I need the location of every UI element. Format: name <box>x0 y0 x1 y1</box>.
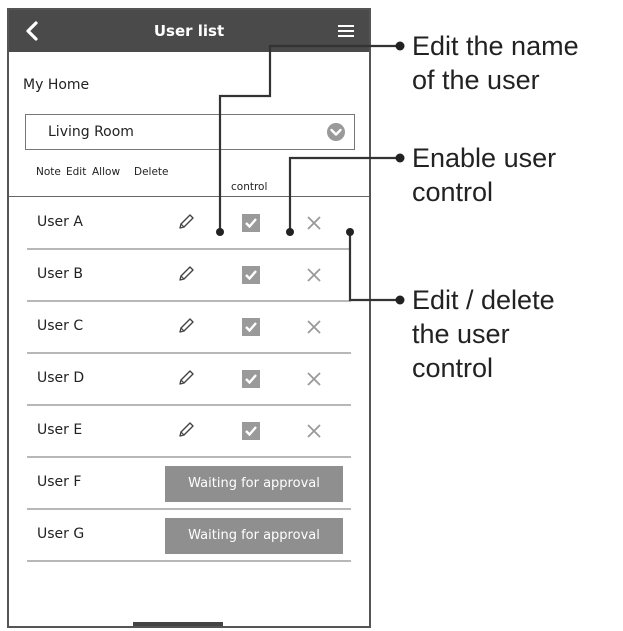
user-name: User D <box>37 370 85 386</box>
close-icon[interactable] <box>306 215 322 231</box>
checkbox-checked-icon[interactable] <box>241 213 261 233</box>
annotation-line: Enable user <box>412 143 557 173</box>
chevron-left-icon[interactable] <box>23 21 41 41</box>
phone-screen: User list My Home Living Room Note Edit … <box>7 8 371 628</box>
table-row: User G Waiting for approval <box>27 510 351 562</box>
user-name: User B <box>37 266 83 282</box>
column-header-control: control <box>231 181 268 193</box>
table-row: User C <box>27 302 351 354</box>
checkbox-checked-icon[interactable] <box>241 265 261 285</box>
home-label: My Home <box>23 77 90 93</box>
row-divider <box>27 248 351 250</box>
user-name: User C <box>37 318 84 334</box>
column-header-edit: Edit <box>66 166 87 178</box>
table-row: User E <box>27 406 351 458</box>
annotation-line: control <box>412 177 494 207</box>
table-row: User D <box>27 354 351 406</box>
hamburger-menu-icon[interactable] <box>337 23 355 39</box>
annotation-edit-delete: Edit / delete the user control <box>412 283 555 385</box>
row-divider <box>27 456 351 458</box>
column-header-note: Note <box>36 166 61 178</box>
annotation-line: the user <box>412 319 510 349</box>
title-bar: User list <box>9 10 369 52</box>
pencil-icon[interactable] <box>176 420 196 440</box>
room-select[interactable]: Living Room <box>25 114 355 150</box>
column-header-delete: Delete <box>134 166 169 178</box>
table-row: User B <box>27 250 351 302</box>
row-divider <box>27 300 351 302</box>
user-name: User F <box>37 474 82 490</box>
column-header-allow: Allow <box>92 166 121 178</box>
close-icon[interactable] <box>306 371 322 387</box>
row-divider <box>27 352 351 354</box>
waiting-for-approval-button[interactable]: Waiting for approval <box>165 466 343 502</box>
table-row: User A <box>27 198 351 250</box>
annotation-line: of the user <box>412 65 540 95</box>
table-row: User F Waiting for approval <box>27 458 351 510</box>
pencil-icon[interactable] <box>176 212 196 232</box>
row-divider <box>27 404 351 406</box>
close-icon[interactable] <box>306 267 322 283</box>
user-name: User G <box>37 526 85 542</box>
chevron-down-circle-icon[interactable] <box>326 122 346 142</box>
checkbox-checked-icon[interactable] <box>241 421 261 441</box>
home-indicator <box>133 622 223 626</box>
checkbox-checked-icon[interactable] <box>241 369 261 389</box>
room-select-value: Living Room <box>48 124 134 140</box>
waiting-for-approval-button[interactable]: Waiting for approval <box>165 518 343 554</box>
close-icon[interactable] <box>306 319 322 335</box>
annotation-enable-control: Enable user control <box>412 141 556 209</box>
pencil-icon[interactable] <box>176 264 196 284</box>
annotation-line: Edit / delete <box>412 285 555 315</box>
annotation-line: control <box>412 353 494 383</box>
pencil-icon[interactable] <box>176 316 196 336</box>
user-name: User E <box>37 422 83 438</box>
pencil-icon[interactable] <box>176 368 196 388</box>
checkbox-checked-icon[interactable] <box>241 317 261 337</box>
header-divider <box>9 196 369 197</box>
row-divider <box>27 508 351 510</box>
page-title: User list <box>153 22 225 40</box>
user-name: User A <box>37 214 83 230</box>
annotation-line: Edit the name <box>412 31 579 61</box>
close-icon[interactable] <box>306 423 322 439</box>
row-divider <box>27 560 351 562</box>
annotation-edit-name: Edit the name of the user <box>412 29 579 97</box>
